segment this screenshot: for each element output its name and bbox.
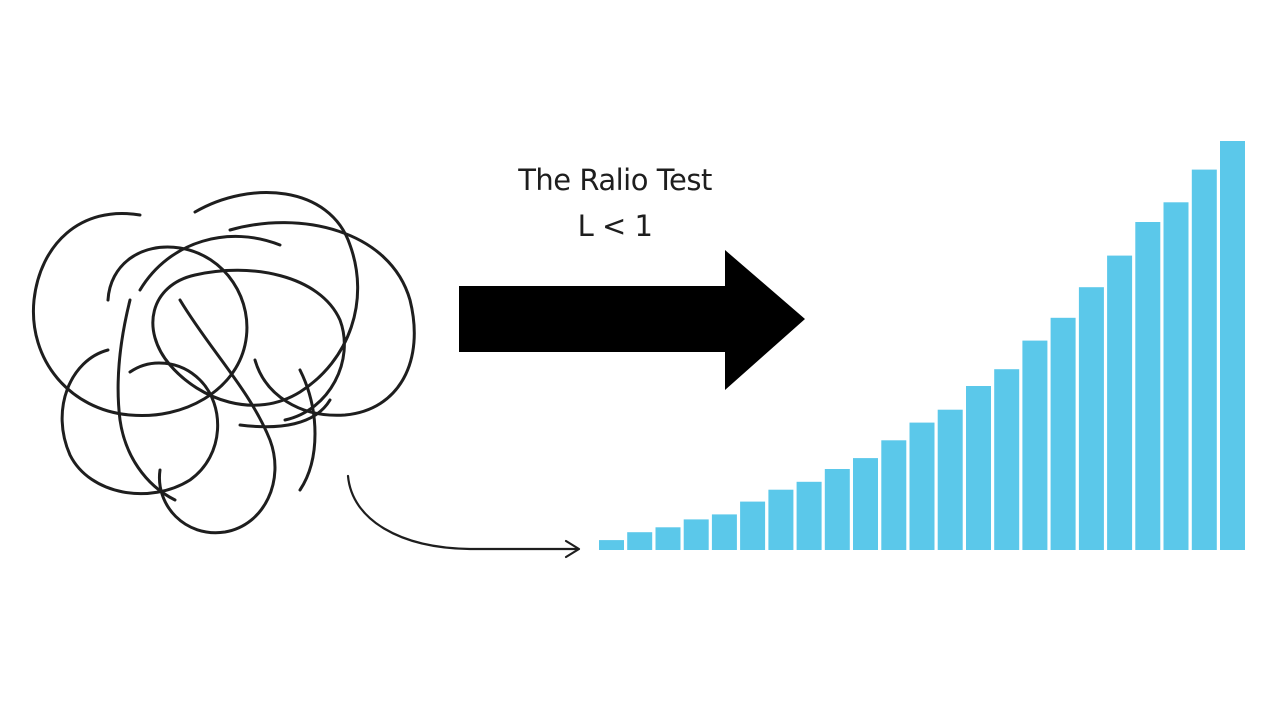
bar-17 (1050, 317, 1076, 550)
diagram-title: The Ralio Test (518, 163, 712, 197)
bar-14 (966, 386, 991, 550)
bar-18 (1078, 287, 1104, 550)
tangled-scribble-icon (31, 191, 416, 535)
bar-series (599, 141, 1245, 551)
bar-5 (711, 514, 737, 550)
bar-3 (655, 527, 681, 550)
bar-11 (881, 440, 907, 550)
bar-16 (1022, 340, 1048, 550)
right-arrow-icon (459, 250, 805, 390)
bar-1 (599, 540, 624, 550)
bar-20 (1135, 222, 1161, 550)
bar-15 (994, 369, 1020, 550)
bar-4 (683, 519, 709, 550)
bar-12 (909, 422, 935, 550)
ratio-condition: L < 1 (577, 209, 653, 243)
bar-22 (1191, 169, 1217, 550)
bar-7 (768, 489, 794, 550)
bar-19 (1107, 255, 1133, 550)
bar-6 (740, 501, 766, 550)
curved-arrow-icon (346, 474, 581, 559)
bar-2 (627, 532, 653, 550)
bar-21 (1163, 202, 1189, 551)
bar-13 (937, 409, 963, 550)
bar-23 (1220, 141, 1245, 550)
bar-9 (824, 469, 850, 550)
bar-8 (796, 481, 822, 550)
bar-10 (853, 458, 878, 550)
